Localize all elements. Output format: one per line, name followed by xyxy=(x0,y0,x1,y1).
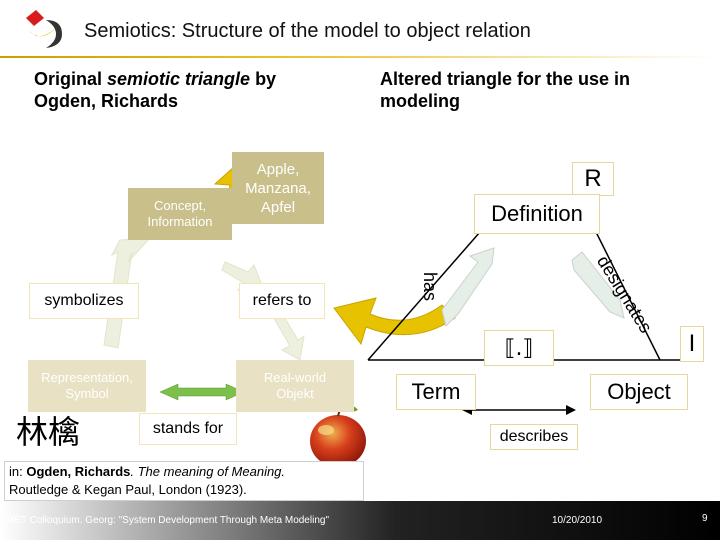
apple-icon xyxy=(310,403,366,467)
left-heading-prefix: Original xyxy=(34,69,108,89)
reference-prefix: in: xyxy=(9,464,27,479)
i-label: I xyxy=(680,326,704,362)
reference-publisher: Routledge & Kegan Paul, London (1923). xyxy=(9,482,247,497)
left-heading: Original semiotic triangle by Ogden, Ric… xyxy=(34,68,334,112)
right-heading: Altered triangle for the use in modeling xyxy=(380,68,680,112)
left-heading-line2: Ogden, Richards xyxy=(34,91,179,111)
page-title: Semiotics: Structure of the model to obj… xyxy=(84,20,531,42)
r-label: R xyxy=(572,162,614,196)
chinese-symbol: 林檎 xyxy=(16,413,81,451)
concept-box: Concept, Information xyxy=(128,188,232,240)
concept-label: Concept, Information xyxy=(147,198,213,229)
designates-arrow xyxy=(571,251,625,319)
bracket-label: ⟦.⟧ xyxy=(484,330,554,366)
stands-for-arrow xyxy=(159,383,245,401)
symbolizes-box: symbolizes xyxy=(30,284,138,318)
real-world-box: Real-world Objekt xyxy=(236,360,354,412)
colloquium-label: MET Colloquium. Georg: "System Developme… xyxy=(6,515,329,526)
symbolizes-arrow xyxy=(103,237,152,349)
describes-box: describes xyxy=(490,424,578,450)
definition-box: Definition xyxy=(474,194,600,234)
reference-authors: Ogden, Richards xyxy=(26,464,131,479)
representation-label: Representation, Symbol xyxy=(41,370,133,401)
right-heading-line2: modeling xyxy=(380,91,460,111)
apple-words-label: Apple, Manzana, Apfel xyxy=(245,160,311,216)
has-label: has xyxy=(420,272,440,302)
page-number: 9 xyxy=(702,513,708,524)
title-divider xyxy=(0,56,720,58)
real-world-label: Real-world Objekt xyxy=(263,370,327,401)
stands-for-label: stands for xyxy=(152,420,224,437)
term-label: Term xyxy=(411,379,461,404)
reference-title: . The meaning of Meaning. xyxy=(130,464,286,479)
term-box: Term xyxy=(396,374,476,410)
representation-box: Representation, Symbol xyxy=(28,360,146,412)
footer-bar: MET Colloquium. Georg: "System Developme… xyxy=(0,501,720,540)
left-heading-suffix: by xyxy=(250,69,277,89)
refers-to-box: refers to xyxy=(240,284,324,318)
describes-label: describes xyxy=(499,428,569,445)
object-label: Object xyxy=(607,379,671,404)
definition-label: Definition xyxy=(491,201,583,226)
right-heading-line1: Altered triangle for the use in xyxy=(380,69,631,89)
stands-for-box: stands for xyxy=(140,414,236,444)
refers-to-label: refers to xyxy=(252,292,312,309)
apple-words-box: Apple, Manzana, Apfel xyxy=(232,152,324,224)
university-logo-icon xyxy=(26,10,66,48)
object-box: Object xyxy=(590,374,688,410)
reference-citation: in: Ogden, Richards. The meaning of Mean… xyxy=(4,461,364,501)
symbolizes-label: symbolizes xyxy=(44,292,124,309)
date-label: 10/20/2010 xyxy=(552,515,603,526)
has-arrow xyxy=(441,247,495,327)
describes-arrow xyxy=(462,405,576,415)
left-heading-italic: semiotic triangle xyxy=(107,69,251,89)
